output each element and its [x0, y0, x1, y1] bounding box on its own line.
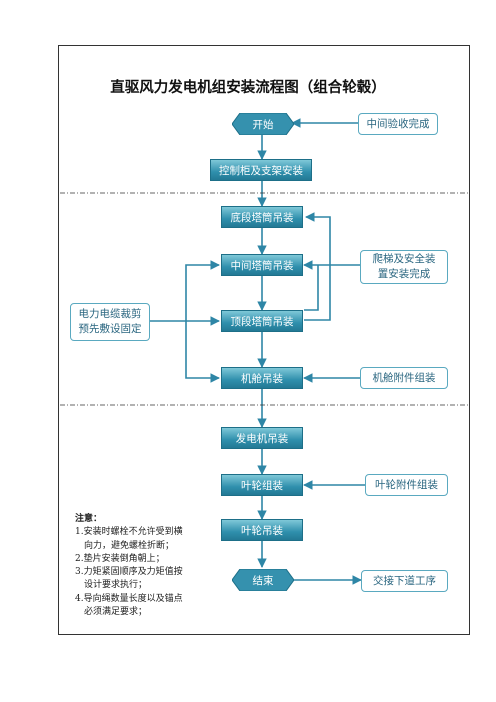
step-control-cabinet: 控制柜及支架安装	[210, 159, 312, 181]
step-top-tower: 顶段塔筒吊装	[221, 310, 303, 332]
note-item: 4.导向绳数量长度以及锚点必须满足要求；	[75, 593, 183, 618]
note-item: 3.力矩紧固顺序及力矩值按设计要求执行；	[75, 567, 183, 591]
page-title: 直驱风力发电机组安装流程图（组合轮毂）	[110, 79, 386, 96]
note-item: 1.安装时螺栓不允许受到横向力，避免螺栓折断；	[75, 527, 183, 551]
start-node: 开始	[232, 113, 294, 135]
arrow-loop-to-bottom	[304, 212, 331, 321]
step-impeller-assembly: 叶轮组装	[221, 474, 303, 496]
step-generator: 发电机吊装	[221, 427, 303, 449]
page-frame	[58, 45, 470, 635]
step-middle-tower: 中间塔筒吊装	[221, 254, 303, 276]
side-handover: 交接下道工序	[361, 570, 448, 592]
step-nacelle: 机舱吊装	[221, 367, 303, 389]
side-ladder-safety: 爬梯及安全装 置安装完成	[360, 250, 448, 284]
notes-block: 注意： 1.安装时螺栓不允许受到横向力，避免螺栓折断； 2.垫片安装倒角朝上； …	[75, 513, 185, 619]
arrow-loop-to-middle	[304, 265, 319, 311]
side-nacelle-accessories: 机舱附件组装	[360, 367, 448, 389]
arrow-cable-to-middle	[185, 260, 220, 321]
end-node: 结束	[232, 569, 294, 591]
side-midterm-acceptance: 中间验收完成	[358, 113, 438, 135]
step-bottom-tower: 底段塔筒吊装	[221, 206, 303, 228]
side-power-cable: 电力电缆裁剪 预先敷设固定	[70, 303, 150, 341]
step-impeller-lift: 叶轮吊装	[221, 519, 303, 541]
arrow-cable-to-nacelle	[185, 321, 220, 383]
note-item: 2.垫片安装倒角朝上；	[75, 553, 165, 564]
side-impeller-accessories: 叶轮附件组装	[365, 474, 448, 496]
notes-heading: 注意：	[75, 514, 103, 524]
